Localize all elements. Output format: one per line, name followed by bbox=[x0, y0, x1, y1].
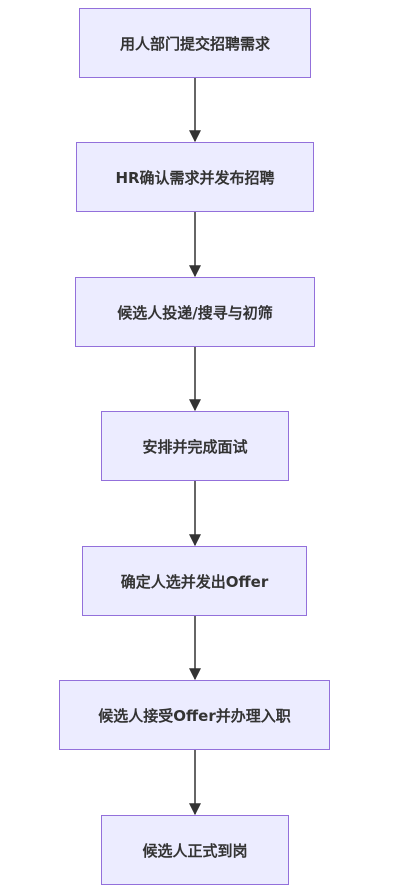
step-schedule-interview: 安排并完成面试 bbox=[101, 411, 289, 481]
step-submit-hiring-request: 用人部门提交招聘需求 bbox=[79, 8, 311, 78]
step-select-and-send-offer: 确定人选并发出Offer bbox=[82, 546, 307, 616]
step-label: 候选人投递/搜寻与初筛 bbox=[117, 303, 273, 322]
step-label: 安排并完成面试 bbox=[142, 437, 248, 456]
step-label: 用人部门提交招聘需求 bbox=[119, 34, 270, 53]
step-label: 候选人接受Offer并办理入职 bbox=[98, 706, 291, 725]
step-candidate-starts: 候选人正式到岗 bbox=[101, 815, 289, 885]
step-candidate-apply-and-screen: 候选人投递/搜寻与初筛 bbox=[75, 277, 315, 347]
step-label: HR确认需求并发布招聘 bbox=[115, 168, 275, 187]
step-label: 候选人正式到岗 bbox=[142, 841, 248, 860]
step-label: 确定人选并发出Offer bbox=[120, 572, 269, 591]
step-hr-confirm-and-post: HR确认需求并发布招聘 bbox=[76, 142, 314, 212]
step-accept-offer-and-onboard: 候选人接受Offer并办理入职 bbox=[59, 680, 330, 750]
